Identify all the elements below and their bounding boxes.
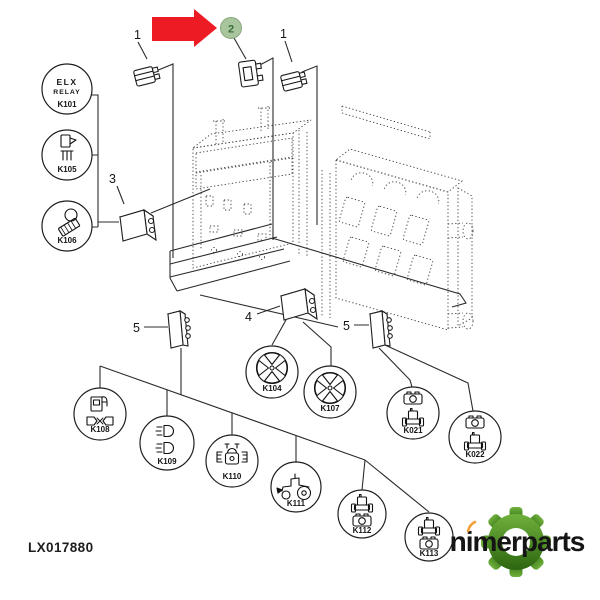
balloon-k108: K108 bbox=[73, 387, 127, 441]
balloon-k112: K112 bbox=[337, 489, 387, 539]
balloon-k111: K111 bbox=[270, 461, 322, 513]
highlight-circle bbox=[220, 17, 242, 39]
balloon-k101: ELX RELAY K101 bbox=[41, 63, 93, 115]
mounting-rails bbox=[169, 223, 467, 328]
k105-label: K105 bbox=[57, 165, 77, 174]
balloon-k106: K106 bbox=[41, 200, 93, 252]
fuel-pump-connector-icon bbox=[86, 396, 114, 426]
balloon-k105: K105 bbox=[41, 129, 93, 181]
fuse-box-drawing bbox=[169, 105, 474, 331]
fuse-item-left bbox=[132, 64, 162, 87]
k106-label: K106 bbox=[57, 236, 77, 245]
balloon-k113: K113 bbox=[404, 512, 454, 562]
k112-label: K112 bbox=[353, 526, 372, 535]
relay-3 bbox=[118, 208, 157, 242]
switch-5-right bbox=[368, 309, 393, 349]
circuit-breaker-item-middle bbox=[237, 58, 265, 88]
k101-text-elx: ELX bbox=[56, 77, 77, 87]
callout-fuse-left: 1 bbox=[134, 28, 141, 42]
balloon-k109: K109 bbox=[139, 415, 195, 471]
fuel-pump-pins-icon bbox=[60, 134, 77, 161]
k107-label: K107 bbox=[320, 404, 340, 413]
k104-label: K104 bbox=[262, 384, 282, 393]
balloon-k104: K104 bbox=[245, 345, 299, 399]
ignition-lock-icon bbox=[216, 443, 248, 465]
fuse-panel-left bbox=[191, 106, 331, 318]
switch-5-left bbox=[166, 309, 191, 349]
callout-fuse-right: 1 bbox=[280, 27, 287, 41]
balloon-k107: K107 bbox=[303, 365, 357, 419]
leader-lines bbox=[91, 37, 474, 513]
balloon-k021: K021 bbox=[386, 386, 440, 440]
callout-relay-4: 4 bbox=[245, 310, 252, 324]
beacon-light-icon bbox=[58, 208, 81, 237]
fuse-item-right bbox=[279, 69, 309, 92]
callout-relay-3: 3 bbox=[109, 172, 116, 186]
k022-label: K022 bbox=[465, 450, 485, 459]
part-code: LX017880 bbox=[28, 540, 94, 555]
tractor-side-icon bbox=[276, 473, 312, 501]
gear-icon bbox=[481, 507, 551, 577]
logo-accent-icon bbox=[466, 520, 477, 533]
k109-label: K109 bbox=[157, 457, 177, 466]
k111-label: K111 bbox=[287, 499, 306, 508]
balloon-k110: K110 bbox=[205, 434, 259, 488]
highlight-number: 2 bbox=[228, 24, 234, 36]
callout-switch-right: 5 bbox=[343, 319, 350, 333]
fuse-panel-right bbox=[335, 105, 474, 331]
red-arrow-icon bbox=[152, 9, 217, 47]
k021-label: K021 bbox=[403, 426, 423, 435]
callout-switch-left: 5 bbox=[133, 321, 140, 335]
highlight-pointer: 2 bbox=[152, 9, 242, 47]
nimerparts-logo: nimerparts bbox=[450, 507, 586, 577]
k101-text-relay: RELAY bbox=[53, 89, 80, 96]
k101-label: K101 bbox=[57, 100, 77, 109]
k108-label: K108 bbox=[90, 425, 110, 434]
logo-text: nimerparts bbox=[450, 526, 585, 557]
relay-4 bbox=[279, 287, 318, 321]
balloon-k022: K022 bbox=[448, 410, 502, 464]
k110-label: K110 bbox=[223, 472, 242, 481]
k113-label: K113 bbox=[420, 549, 439, 558]
